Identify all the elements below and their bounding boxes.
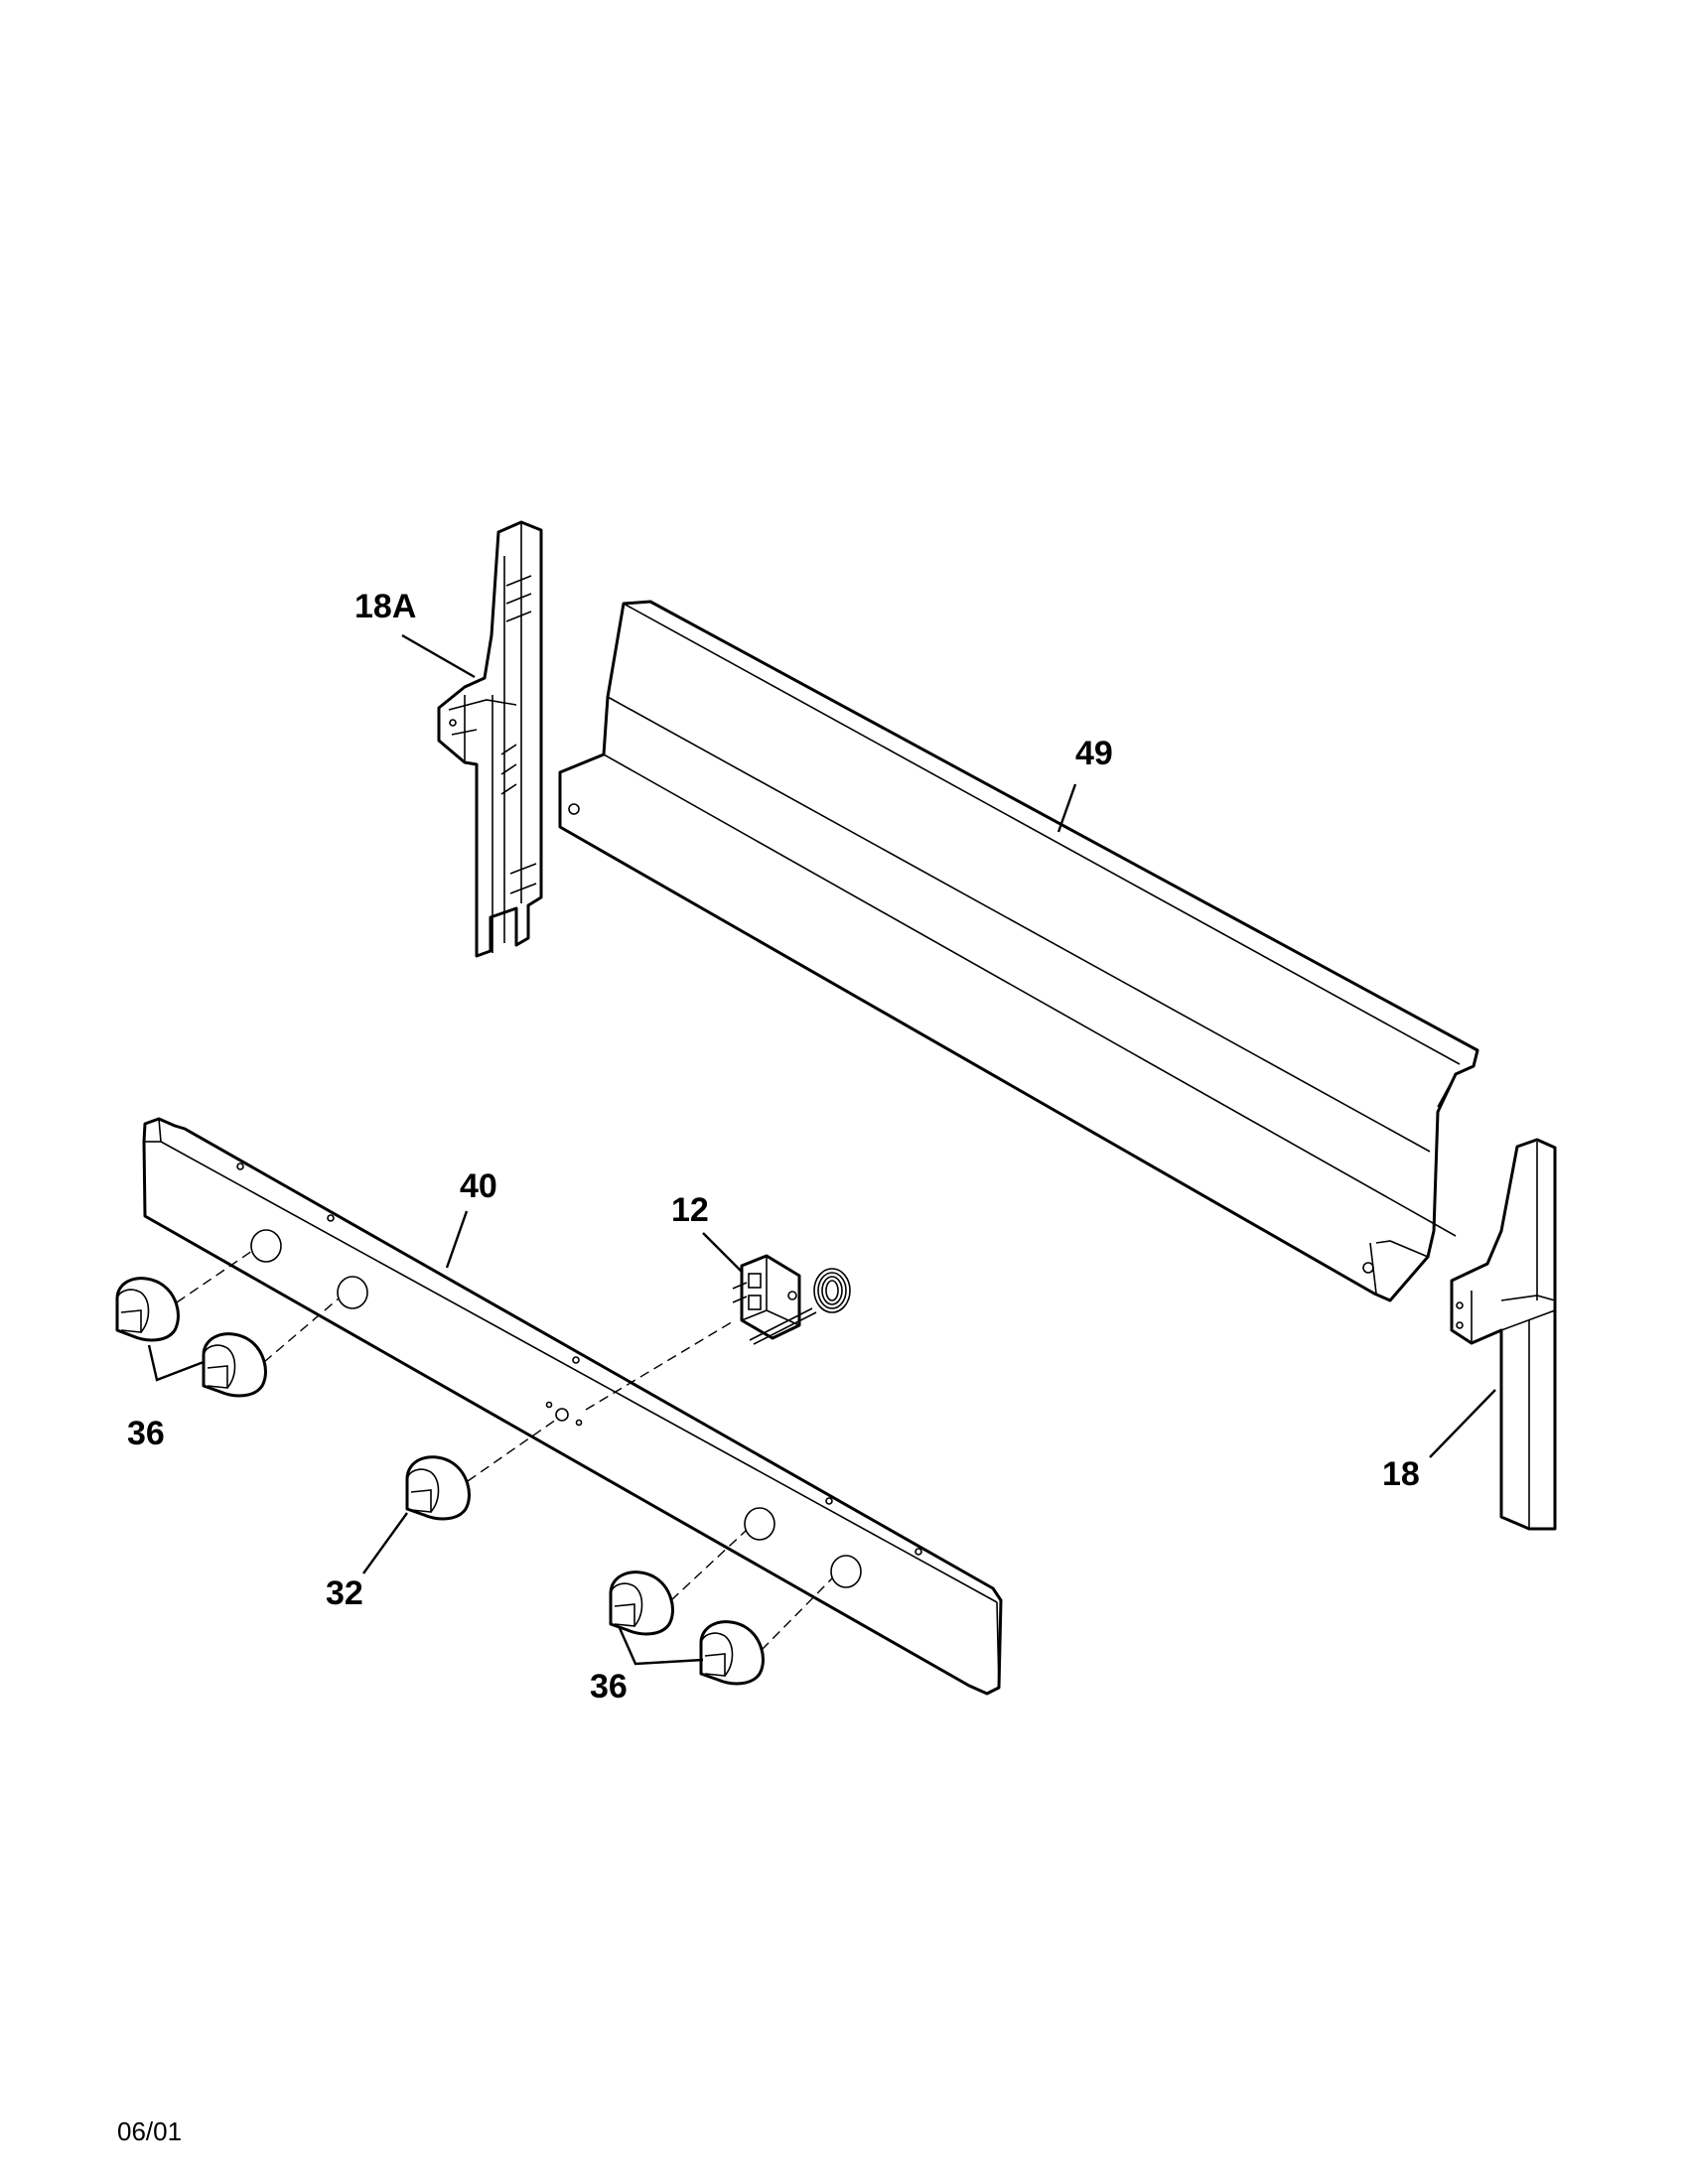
callout-18a: 18A xyxy=(354,588,416,625)
callout-40: 40 xyxy=(460,1167,497,1205)
knob-36-upper-left xyxy=(115,1277,180,1342)
callout-36-bottom: 36 xyxy=(590,1668,628,1706)
part-18-end-bracket xyxy=(1450,1138,1557,1531)
knob-36-lower-left xyxy=(202,1332,267,1398)
callout-12: 12 xyxy=(671,1191,709,1229)
alignment-lines xyxy=(176,1250,833,1651)
part-18a-end-bracket xyxy=(437,520,543,958)
knob-36-center xyxy=(609,1570,674,1636)
part-49-rear-panel xyxy=(558,600,1479,1302)
knob-36-right xyxy=(699,1620,765,1686)
knob-32 xyxy=(405,1455,471,1521)
part-12-thermostat xyxy=(732,1254,851,1345)
callout-32: 32 xyxy=(326,1574,363,1612)
callout-36-left: 36 xyxy=(127,1415,165,1452)
date-code: 06/01 xyxy=(117,2116,183,2146)
leader-lines xyxy=(147,633,1496,1666)
callout-18: 18 xyxy=(1382,1455,1420,1493)
callout-labels: 18A 49 40 12 36 32 36 18 xyxy=(127,588,1420,1706)
callout-49: 49 xyxy=(1075,735,1113,772)
part-40-control-panel xyxy=(142,1117,1003,1696)
